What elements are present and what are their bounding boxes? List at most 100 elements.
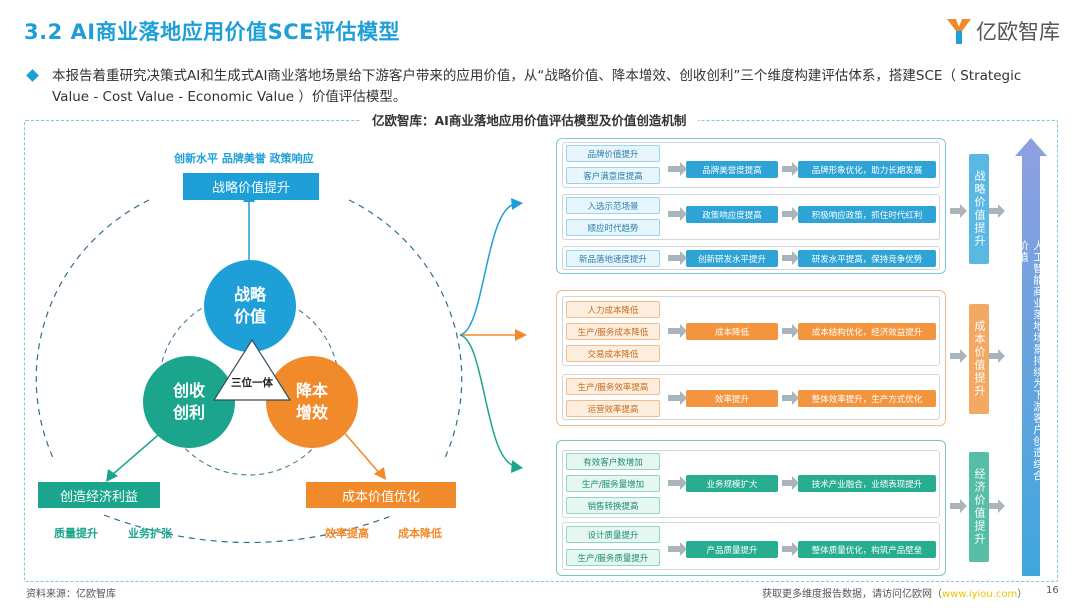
strategic-out: 研发水平提高，保持竞争优势 (798, 250, 936, 267)
strategic-input: 新品落地速度提升 (566, 250, 660, 267)
panel-cost (556, 290, 946, 426)
arrow-icon (950, 349, 967, 363)
big-arrow-label: 人工智能商业落地场景持续为下游客户创造综合价值 (1017, 240, 1044, 490)
panel-strategic (556, 138, 946, 274)
circle-cost-line1: 降本 (295, 381, 328, 400)
logo-icon (947, 19, 971, 44)
bar-cost: 成本价值提升 (969, 304, 989, 414)
arrow-left (111, 429, 165, 476)
cost-input: 交易成本降低 (566, 345, 660, 362)
arrow-icon (668, 251, 687, 265)
economic-benefit-box: 创造经济利益 (38, 482, 160, 508)
strategic-input: 入选示范场景 (566, 197, 660, 214)
strategy-value-box: 战略价值提升 (183, 173, 319, 200)
economic-input: 设计质量提升 (566, 526, 660, 543)
footer-more-end: ） (1017, 589, 1028, 600)
left-dashed-arc (35, 199, 150, 461)
branch-arrows (459, 198, 527, 473)
right-dashed-arc (348, 199, 463, 461)
right-keyword-2: 成本降低 (398, 527, 442, 540)
logo-text: 亿欧智库 (976, 20, 1060, 44)
panel-arrows (668, 162, 799, 556)
arrow-icon (782, 476, 799, 490)
left-keyword-2: 业务扩张 (128, 527, 172, 540)
economic-out: 技术产业融合，业绩表现提升 (798, 475, 936, 492)
arrow-icon (782, 251, 799, 265)
economic-mid: 业务规模扩大 (686, 475, 778, 492)
circle-strategy: 战略价值 (204, 260, 296, 352)
logo: 亿欧智库 (946, 16, 1060, 46)
economic-input: 生产/服务量增加 (566, 475, 660, 492)
arrow-icon (668, 324, 687, 338)
arrow-right (341, 429, 382, 476)
right-keyword-1: 效率提高 (325, 527, 369, 540)
strategic-out: 品牌形象优化，助力长期发展 (798, 161, 936, 178)
cost-out: 整体效率提升，生产方式优化 (798, 390, 936, 407)
strategic-group-3 (562, 246, 940, 270)
big-arrow-text: 人工智能商业落地场景持续为下游客户创造综合价值 (1017, 240, 1044, 482)
economic-group-2 (562, 522, 940, 570)
arrow-icon (950, 499, 967, 513)
bottom-dashed-arc (103, 514, 395, 544)
arrow-icon (668, 391, 687, 405)
cost-out: 成本结构优化，经济效益提升 (798, 323, 936, 340)
bar-economic: 经济价值提升 (969, 452, 989, 562)
footer-more-text: 获取更多维度报告数据，请访问亿欧网（ (762, 589, 942, 600)
arrow-icon (782, 207, 799, 221)
circle-strategy-line1: 战略 (233, 285, 266, 304)
strategic-out: 积极响应政策，抓住时代红利 (798, 206, 936, 223)
strategic-group-1 (562, 142, 940, 188)
arrow-icon (668, 162, 687, 176)
cost-group-1 (562, 296, 940, 366)
cost-input: 生产/服务效率提高 (566, 378, 660, 395)
cost-mid: 效率提升 (686, 390, 778, 407)
economic-mid: 产品质量提升 (686, 541, 778, 558)
arrow-icon (988, 349, 1005, 363)
branch-bottom (459, 334, 516, 467)
arrow-icon (950, 204, 967, 218)
panel-economic (556, 440, 946, 576)
economic-input: 有效客户数增加 (566, 453, 660, 470)
page-title: 3.2 AI商业落地应用价值SCE评估模型 (24, 20, 400, 44)
circle-revenue-line1: 创收 (172, 381, 205, 400)
intro-paragraph: 本报告着重研究决策式AI和生成式AI商业落地场景给下游客户带来的应用价值，从“战… (30, 66, 1055, 108)
strategic-input: 品牌价值提升 (566, 145, 660, 162)
economic-input: 生产/服务质量提升 (566, 549, 660, 566)
cost-mid: 成本降低 (686, 323, 778, 340)
circle-strategy-line2: 价值 (233, 307, 266, 326)
footer-source: 资料来源：亿欧智库 (26, 589, 116, 600)
strategic-mid: 品牌美誉度提高 (686, 161, 778, 178)
arrow-icon (782, 324, 799, 338)
center-triangle (212, 338, 292, 401)
cost-input: 运营效率提高 (566, 400, 660, 417)
diagram-title: 亿欧智库：AI商业落地应用价值评估模型及价值创造机制 (360, 110, 699, 129)
big-arrow (1015, 138, 1047, 576)
strategic-group-2 (562, 194, 940, 240)
circle-cost: 降本增效 (266, 356, 358, 448)
footer-more: 获取更多维度报告数据，请访问亿欧网（www.iyiou.com） (762, 585, 1027, 600)
strategic-input: 客户满意度提高 (566, 167, 660, 184)
cost-group-2 (562, 374, 940, 420)
triangle-label: 三位一体 (231, 377, 273, 389)
arrow-icon (988, 499, 1005, 513)
bar-strategic: 战略价值提升 (969, 154, 989, 264)
branch-top (459, 203, 516, 336)
arrow-icon (668, 207, 687, 221)
strategic-mid: 政策响应度提高 (686, 206, 778, 223)
circle-revenue-line2: 创利 (172, 403, 205, 422)
economic-input: 销售转换提高 (566, 497, 660, 514)
circle-cost-line2: 增效 (295, 403, 328, 422)
cost-input: 人力成本降低 (566, 301, 660, 318)
arrow-icon (782, 391, 799, 405)
intro-text: 本报告着重研究决策式AI和生成式AI商业落地场景给下游客户带来的应用价值，从“战… (52, 68, 1022, 105)
strategic-input: 顺应时代趋势 (566, 219, 660, 236)
bar-arrows (950, 204, 1005, 513)
cost-input: 生产/服务成本降低 (566, 323, 660, 340)
left-keyword-1: 质量提升 (54, 527, 98, 540)
circle-revenue: 创收创利 (143, 356, 235, 448)
economic-out: 整体质量优化，构筑产品壁垒 (798, 541, 936, 558)
arrow-icon (988, 204, 1005, 218)
footer-url-link[interactable]: www.iyiou.com (942, 589, 1018, 600)
arrow-icon (668, 476, 687, 490)
strategy-keywords: 创新水平 品牌美誉 政策响应 (174, 152, 314, 165)
